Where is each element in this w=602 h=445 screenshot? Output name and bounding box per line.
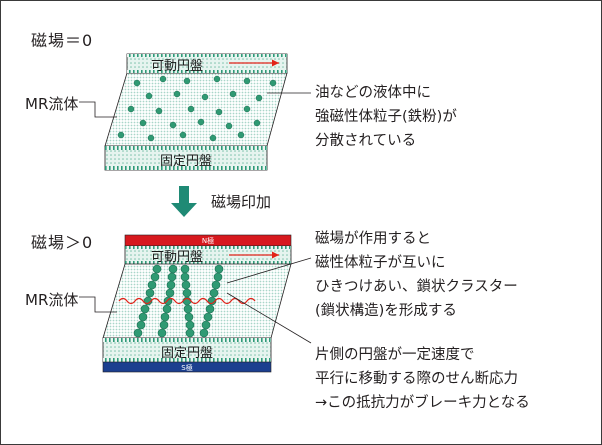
fluid-label-bottom: MR流体: [25, 291, 79, 309]
leader-shear: [226, 292, 312, 344]
notes-chain: 磁場が作用すると 磁性体粒子が互いに ひきつけあい、鎖状クラスター (鎖状構造)…: [315, 227, 518, 323]
note-line: 分散されている: [315, 133, 417, 149]
notes-top: 油などの液体中に 強磁性体粒子(鉄粉)が 分散されている: [315, 81, 457, 153]
moving-plate-top: [126, 53, 288, 74]
notes-shear: 片側の円盤が一定速度で 平行に移動する際のせん断応力 →この抵抗力がブレーキ力と…: [315, 343, 530, 415]
note-line: 油などの液体中に: [315, 85, 431, 101]
fixed-plate-top: [104, 145, 268, 171]
note-line: 片側の円盤が一定速度で: [315, 347, 475, 363]
south-pole-label: S極: [181, 364, 193, 372]
south-pole: [102, 361, 272, 373]
note-line: 磁場が作用すると: [315, 231, 431, 247]
moving-plate-label-bottom: 可動円盤: [150, 250, 203, 265]
fixed-plate-label-bottom: 固定円盤: [160, 346, 213, 361]
fluid-label-top: MR流体: [25, 95, 79, 113]
fixed-plate-label-top: 固定円盤: [159, 154, 212, 169]
shear-wave: [118, 297, 256, 305]
note-line: 強磁性体粒子(鉄粉)が: [315, 109, 457, 125]
note-line: →この抵抗力がブレーキ力となる: [315, 395, 530, 411]
note-line: (鎖状構造)を形成する: [315, 303, 457, 319]
dispersed-particles: [117, 75, 277, 142]
note-line: 平行に移動する際のせん断応力: [315, 371, 518, 387]
chain-clusters: [133, 264, 224, 338]
panel-top-title: 磁場＝0: [31, 31, 94, 50]
north-pole-label: N極: [201, 237, 215, 245]
leader-fluid-bottom: [79, 296, 117, 313]
fixed-plate-bottom: [102, 337, 272, 363]
moving-plate-label-top: 可動円盤: [150, 59, 203, 74]
leader-fluid-top: [79, 101, 117, 118]
note-line: 磁性体粒子が互いに: [315, 255, 446, 271]
fluid-region-bottom: [102, 263, 292, 339]
panel-bottom-title: 磁場＞0: [31, 233, 94, 252]
apply-field-label: 磁場印加: [211, 193, 272, 211]
apply-field-arrow: [171, 186, 197, 217]
leader-chain: [226, 257, 312, 284]
note-line: ひきつけあい、鎖状クラスター: [315, 279, 518, 295]
